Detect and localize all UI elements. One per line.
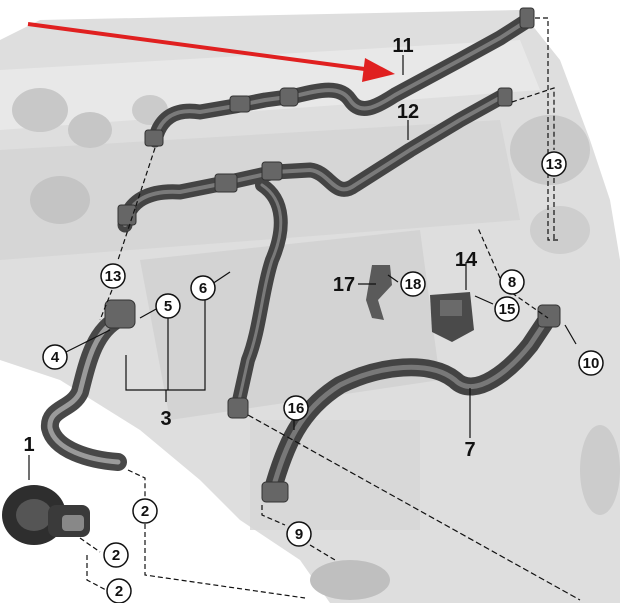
circled-callouts: 2 2 2 4 5 6 8 9	[42, 151, 604, 603]
callout-15: 15	[494, 296, 520, 322]
callout-17: 17	[333, 274, 355, 296]
callout-13-right-text: 13	[546, 156, 563, 173]
callout-13-left: 13	[100, 263, 126, 289]
callout-14: 14	[455, 249, 478, 271]
callout-4-text: 4	[51, 349, 60, 366]
callout-6-text: 6	[199, 280, 207, 297]
callout-2-b-text: 2	[112, 547, 120, 564]
callout-2-c-text: 2	[115, 583, 123, 600]
hose-11	[147, 14, 533, 148]
callout-12: 12	[397, 101, 419, 123]
callout-18: 18	[400, 271, 426, 297]
bracket-17-18	[366, 265, 392, 320]
callout-2-b: 2	[103, 542, 129, 568]
callout-2-a-text: 2	[141, 503, 149, 520]
bracket-14-15	[430, 292, 474, 342]
callout-15-text: 15	[499, 301, 516, 318]
leader-lines	[28, 17, 581, 601]
callout-16-text: 16	[288, 400, 305, 417]
callout-9-text: 9	[295, 526, 303, 543]
callout-18-text: 18	[405, 276, 422, 293]
callout-5: 5	[155, 293, 181, 319]
red-arrow	[27, 22, 395, 82]
callout-11: 11	[392, 35, 413, 57]
callout-10: 10	[578, 350, 604, 376]
callout-4: 4	[42, 344, 68, 370]
plain-callouts: 1 3 7 11 12 14 17	[23, 35, 478, 461]
hose-3	[41, 309, 129, 471]
callout-7: 7	[464, 439, 475, 461]
callout-1: 1	[23, 434, 34, 456]
callout-8-text: 8	[508, 274, 516, 291]
callout-13-left-text: 13	[105, 268, 122, 285]
callout-2-c: 2	[106, 578, 132, 603]
callout-10-text: 10	[583, 355, 600, 372]
callout-5-text: 5	[164, 298, 172, 315]
hose-clamps	[104, 7, 561, 503]
callout-13-right: 13	[541, 151, 567, 177]
callout-3: 3	[160, 408, 171, 430]
hose-16	[231, 178, 288, 412]
callout-9: 9	[286, 521, 312, 547]
hose-7	[263, 309, 557, 501]
engine-block	[0, 10, 620, 603]
callout-16: 16	[283, 395, 309, 421]
part-1-coupling	[2, 485, 90, 545]
callout-6: 6	[190, 275, 216, 301]
callout-2-a: 2	[132, 498, 158, 524]
callout-8: 8	[499, 269, 525, 295]
